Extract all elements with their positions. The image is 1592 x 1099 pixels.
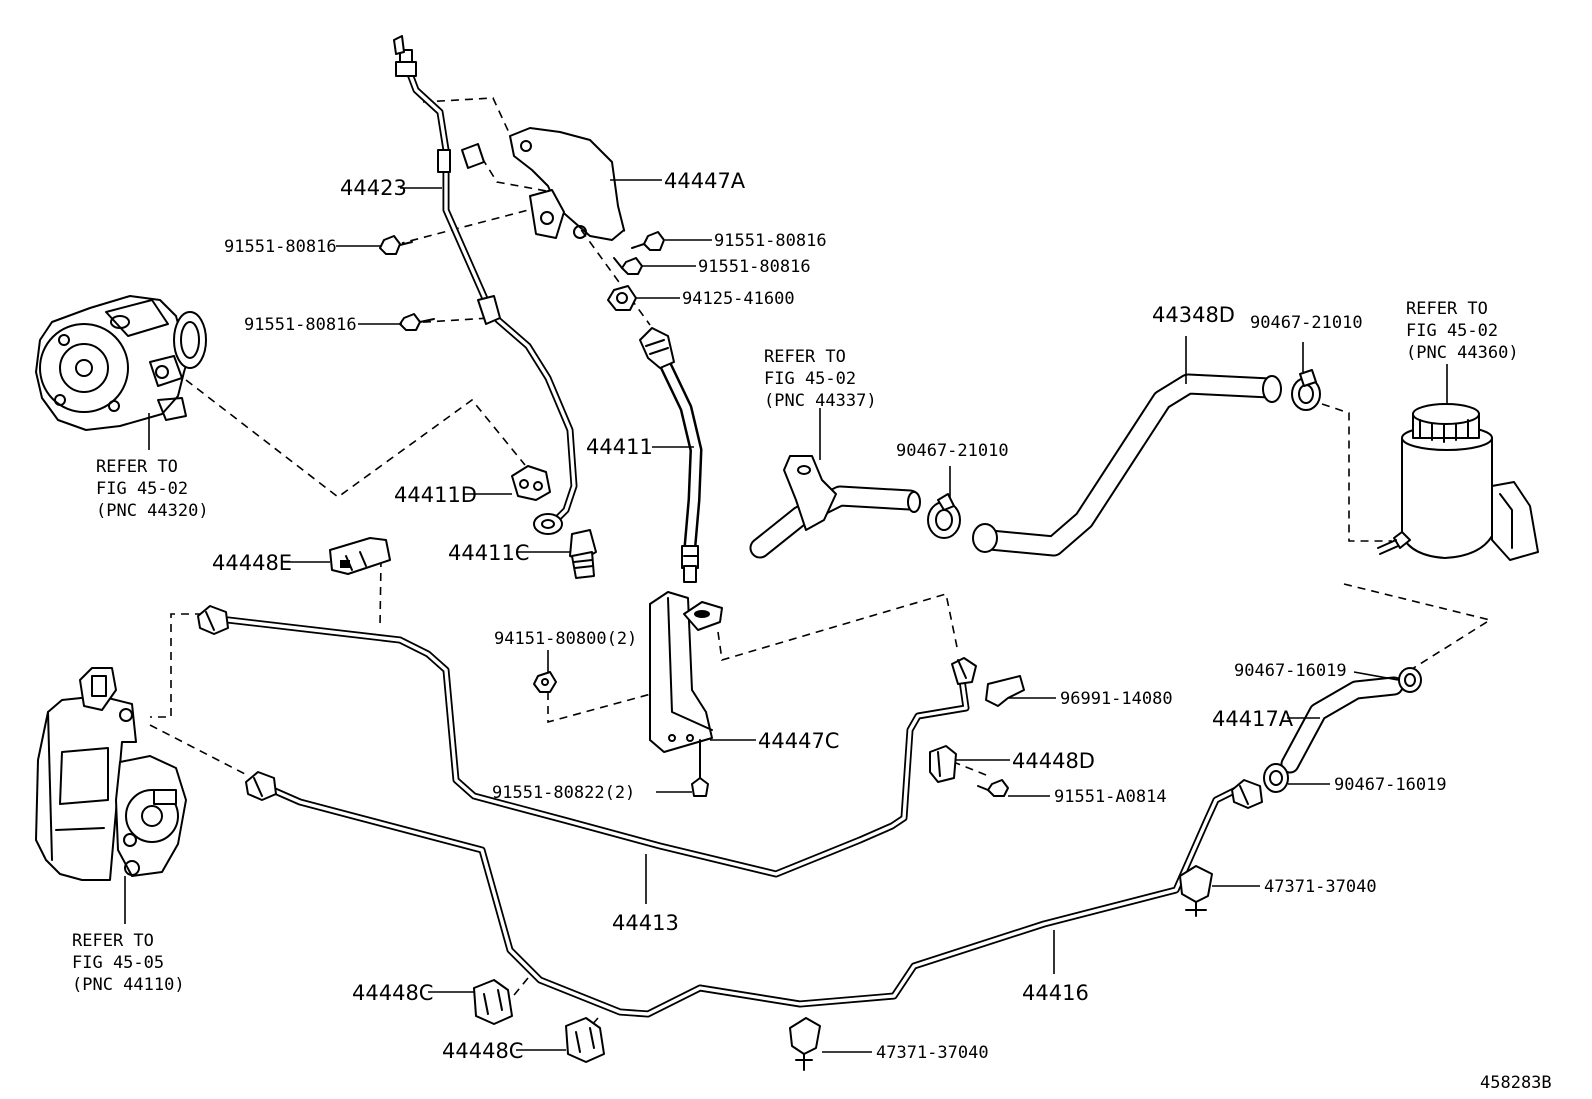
- label-44417a[interactable]: 44417A: [1212, 707, 1294, 731]
- nut-94125-41600-shape: [607, 285, 637, 311]
- bracket-44447c[interactable]: [649, 591, 723, 753]
- label-44348d[interactable]: 44348D: [1152, 303, 1235, 327]
- leader-lines: [284, 179, 1399, 1053]
- svg-text:FIG 45-02: FIG 45-02: [1406, 321, 1498, 341]
- label-94125-41600[interactable]: 94125-41600: [682, 289, 795, 309]
- label-44411c[interactable]: 44411C: [448, 541, 529, 565]
- label-94151-80800[interactable]: 94151-80800(2): [494, 629, 637, 649]
- ref-note-pnc-44320[interactable]: REFER TO FIG 45-02 (PNC 44320): [96, 457, 209, 521]
- svg-text:(PNC 44360): (PNC 44360): [1406, 343, 1519, 363]
- label-91551-80822[interactable]: 91551-80822(2): [492, 783, 635, 803]
- clamp-90467-16019-b-shape: [1263, 763, 1289, 793]
- label-90467-16019-b[interactable]: 90467-16019: [1334, 775, 1447, 795]
- label-44447c[interactable]: 44447C: [758, 729, 839, 753]
- label-44413[interactable]: 44413: [612, 911, 679, 935]
- clamp-90467-21010-a-shape: [927, 493, 961, 539]
- svg-text:FIG 45-02: FIG 45-02: [764, 369, 856, 389]
- svg-text:REFER TO: REFER TO: [1406, 299, 1488, 319]
- pressure-hose-44411[interactable]: [639, 327, 703, 583]
- power-steering-pump[interactable]: [35, 295, 207, 450]
- clip-47371-37040-a-shape: [789, 1017, 821, 1071]
- clamp-44448c-b-shape: [565, 1017, 605, 1063]
- steering-gear-box[interactable]: [35, 667, 187, 924]
- nut-94151-80800-shape: [533, 671, 557, 693]
- label-90467-21010-a[interactable]: 90467-21010: [1250, 313, 1363, 333]
- catalog-number: 458283B: [1480, 1073, 1552, 1093]
- svg-text:REFER TO: REFER TO: [764, 347, 846, 367]
- label-44448e[interactable]: 44448E: [212, 551, 292, 575]
- bolt-91551-80816-c-shape: [631, 231, 665, 251]
- svg-text:REFER TO: REFER TO: [96, 457, 178, 477]
- label-90467-16019-a[interactable]: 90467-16019: [1234, 661, 1347, 681]
- reservoir-tank[interactable]: [1377, 364, 1539, 561]
- label-44448d[interactable]: 44448D: [1012, 749, 1095, 773]
- label-91551-80816-b[interactable]: 91551-80816: [714, 231, 827, 251]
- label-44416[interactable]: 44416: [1022, 981, 1089, 1005]
- union-bolt-44411c-shape: [569, 529, 597, 579]
- hose-44417a[interactable]: [1280, 676, 1404, 774]
- return-tube-44416[interactable]: [245, 771, 1263, 1018]
- svg-text:(PNC 44110): (PNC 44110): [72, 975, 185, 995]
- pipe-refer-44337: [749, 455, 921, 559]
- ref-note-pnc-44110[interactable]: REFER TO FIG 45-05 (PNC 44110): [72, 931, 185, 995]
- label-44447a[interactable]: 44447A: [664, 169, 746, 193]
- clip-47371-37040-b-shape: [1179, 865, 1213, 917]
- clamp-90467-16019-a-shape: [1398, 667, 1422, 693]
- label-47371-37040-b[interactable]: 47371-37040: [876, 1043, 989, 1063]
- label-91551-a0814[interactable]: 91551-A0814: [1054, 787, 1167, 807]
- clip-96991-14080-shape: [985, 675, 1025, 707]
- label-96991-14080[interactable]: 96991-14080: [1060, 689, 1173, 709]
- ref-note-pnc-44337[interactable]: REFER TO FIG 45-02 (PNC 44337): [764, 347, 877, 411]
- label-91551-80816-c[interactable]: 91551-80816: [698, 257, 811, 277]
- hose-44348d[interactable]: [972, 373, 1282, 557]
- label-44448c-a[interactable]: 44448C: [352, 981, 433, 1005]
- clamp-44448c-a-shape: [473, 979, 513, 1025]
- label-91551-80816-a[interactable]: 91551-80816: [224, 237, 337, 257]
- label-44423[interactable]: 44423: [340, 176, 407, 200]
- gasket-44411d-shape: [511, 465, 551, 501]
- part-labels: 44423 44447A 91551-80816 91551-80816 915…: [212, 169, 1447, 1063]
- bracket-44447a[interactable]: [509, 127, 625, 241]
- bolt-91551-80816-d-shape: [613, 257, 643, 275]
- svg-text:FIG 45-05: FIG 45-05: [72, 953, 164, 973]
- return-tube-44413[interactable]: [197, 605, 977, 878]
- label-44411[interactable]: 44411: [586, 435, 653, 459]
- clamp-44448e-shape: [329, 537, 391, 575]
- svg-text:FIG 45-02: FIG 45-02: [96, 479, 188, 499]
- bolt-91551-80822-shape: [691, 739, 709, 797]
- bolt-91551-a0814-shape: [977, 779, 1009, 797]
- label-91551-80816-d[interactable]: 91551-80816: [244, 315, 357, 335]
- label-44448c-b[interactable]: 44448C: [442, 1039, 523, 1063]
- clamp-90467-21010-b-shape: [1291, 369, 1321, 411]
- bolt-91551-80816-a-shape: [379, 235, 413, 255]
- svg-text:(PNC 44320): (PNC 44320): [96, 501, 209, 521]
- svg-text:(PNC 44337): (PNC 44337): [764, 391, 877, 411]
- label-90467-21010-b[interactable]: 90467-21010: [896, 441, 1009, 461]
- label-44411d[interactable]: 44411D: [394, 483, 477, 507]
- ref-note-pnc-44360[interactable]: REFER TO FIG 45-02 (PNC 44360): [1406, 299, 1519, 363]
- reference-notes: REFER TO FIG 45-02 (PNC 44320) REFER TO …: [72, 299, 1519, 995]
- label-47371-37040-a[interactable]: 47371-37040: [1264, 877, 1377, 897]
- pressure-tube-44423[interactable]: [393, 35, 578, 535]
- clamp-44448d-shape: [929, 745, 957, 783]
- svg-text:REFER TO: REFER TO: [72, 931, 154, 951]
